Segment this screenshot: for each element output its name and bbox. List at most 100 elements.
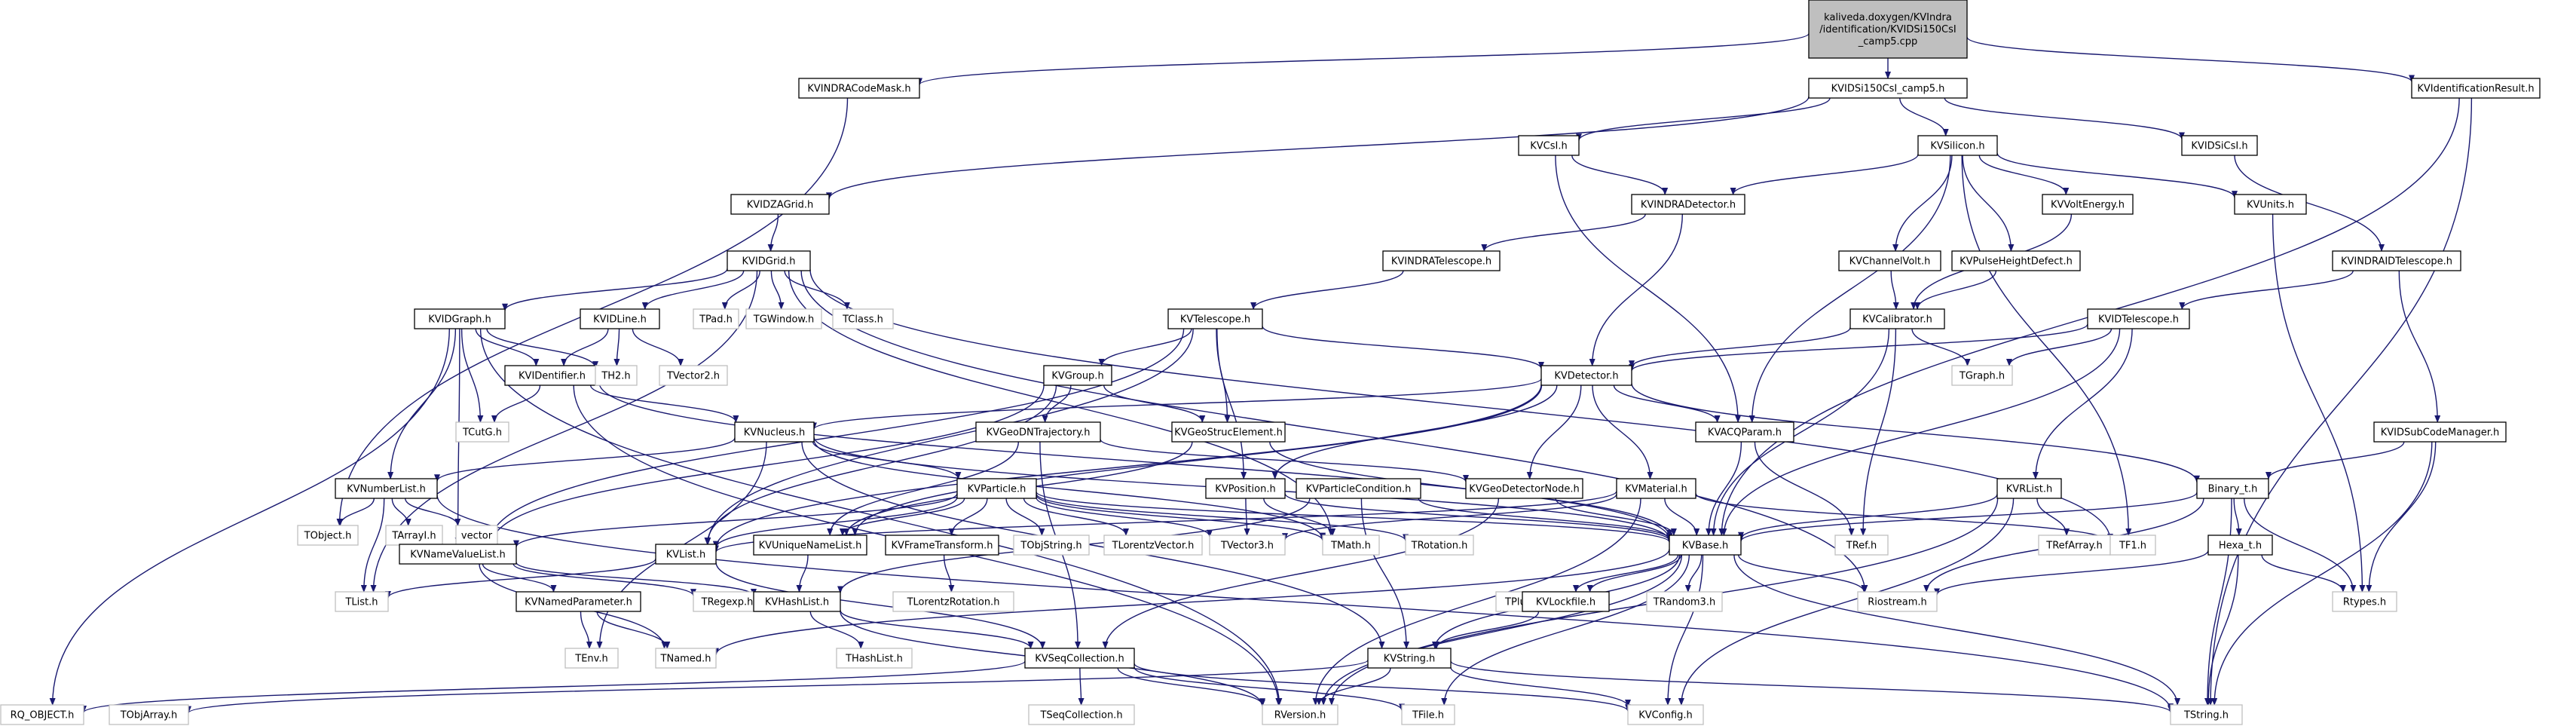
node-box bbox=[2332, 591, 2397, 612]
edge-geodn-to-uniquename bbox=[827, 441, 1019, 536]
node-label: KVChannelVolt.h bbox=[1849, 256, 1931, 268]
node-tfile: TFile.h bbox=[1401, 704, 1455, 725]
node-uniquename[interactable]: KVUniqueNameList.h bbox=[753, 535, 867, 556]
node-label: TString.h bbox=[2183, 710, 2229, 721]
node-namedparam[interactable]: KVNamedParameter.h bbox=[516, 591, 641, 612]
node-calibrator[interactable]: KVCalibrator.h bbox=[1849, 308, 1945, 329]
node-hexa[interactable]: Hexa_t.h bbox=[2207, 535, 2273, 556]
node-partcond[interactable]: KVParticleCondition.h bbox=[1296, 478, 1421, 499]
node-kvstring[interactable]: KVString.h bbox=[1367, 648, 1452, 669]
node-box bbox=[1028, 704, 1135, 725]
edge-nucleus-to-tmath bbox=[813, 440, 1326, 541]
node-label: KVIDZAGrid.h bbox=[747, 200, 814, 211]
node-box bbox=[1669, 535, 1742, 556]
node-numberlist[interactable]: KVNumberList.h bbox=[335, 478, 438, 499]
node-box bbox=[693, 308, 739, 329]
node-silicon[interactable]: KVSilicon.h bbox=[1917, 135, 1998, 156]
edge-calibrator-to-tgraph bbox=[1911, 328, 1971, 366]
node-box bbox=[1518, 135, 1580, 156]
node-detector[interactable]: KVDetector.h bbox=[1540, 365, 1632, 386]
node-box bbox=[727, 250, 811, 271]
node-root[interactable]: kaliveda.doxygen/KVIndra/identification/… bbox=[1808, 0, 1968, 59]
node-identifier[interactable]: KVIDentifier.h bbox=[504, 365, 600, 386]
edge-kvbase-to-trandom3 bbox=[1684, 554, 1703, 593]
node-label: _camp5.cpp bbox=[1858, 36, 1918, 47]
node-box bbox=[109, 704, 189, 725]
node-units[interactable]: KVUnits.h bbox=[2234, 194, 2307, 215]
node-label: KVIDLine.h bbox=[593, 314, 647, 326]
edge-si150-to-silicon bbox=[1899, 97, 1949, 136]
node-group[interactable]: KVGroup.h bbox=[1043, 365, 1112, 386]
node-namevalue[interactable]: KVNameValueList.h bbox=[399, 544, 517, 565]
node-geodetnode[interactable]: KVGeoDetectorNode.h bbox=[1465, 478, 1583, 499]
node-csi[interactable]: KVCsI.h bbox=[1518, 135, 1580, 156]
node-box bbox=[1627, 704, 1704, 725]
node-idgraph[interactable]: KVIDGraph.h bbox=[414, 308, 506, 329]
node-voltenergy[interactable]: KVVoltEnergy.h bbox=[2042, 194, 2134, 215]
node-position[interactable]: KVPosition.h bbox=[1205, 478, 1286, 499]
node-label: KVACQParam.h bbox=[1708, 427, 1782, 439]
node-geostruc[interactable]: KVGeoStrucElement.h bbox=[1171, 421, 1286, 443]
edge-numberlist-to-tarrayi bbox=[391, 498, 411, 526]
node-zagrid[interactable]: KVIDZAGrid.h bbox=[730, 194, 830, 215]
node-label: TList.h bbox=[344, 597, 378, 608]
edge-seqcoll-to-kvconfig bbox=[1134, 663, 1631, 712]
node-tlorentzv: TLorentzVector.h bbox=[1103, 535, 1203, 556]
edge-particle-to-namevalue bbox=[513, 493, 958, 548]
node-box bbox=[2181, 135, 2258, 156]
node-box bbox=[1917, 135, 1998, 156]
edge-namedparam-to-tenv bbox=[580, 611, 592, 649]
node-box bbox=[832, 308, 894, 329]
node-idline[interactable]: KVIDLine.h bbox=[580, 308, 660, 329]
node-idgrid[interactable]: KVIDGrid.h bbox=[727, 250, 811, 271]
edge-pulsedef-to-calibrator bbox=[1914, 270, 1997, 310]
node-lockfile[interactable]: KVLockfile.h bbox=[1522, 591, 1610, 612]
node-label: KVIDSi150CsI_camp5.h bbox=[1831, 84, 1945, 95]
edge-material-to-tf1 bbox=[1695, 492, 2113, 544]
edge-chanvolt-to-calibrator bbox=[1890, 270, 1899, 310]
node-label: Binary_t.h bbox=[2208, 484, 2258, 495]
node-idsicsi[interactable]: KVIDSiCsI.h bbox=[2181, 135, 2258, 156]
node-hashlist[interactable]: KVHashList.h bbox=[753, 591, 841, 612]
edge-binary-to-kvbase bbox=[1738, 492, 2198, 542]
node-geodn[interactable]: KVGeoDNTrajectory.h bbox=[975, 421, 1101, 443]
node-indratel[interactable]: KVINDRATelescope.h bbox=[1382, 250, 1501, 271]
node-nucleus[interactable]: KVNucleus.h bbox=[734, 421, 815, 443]
node-subcode[interactable]: KVIDSubCodeManager.h bbox=[2373, 421, 2507, 443]
node-label: TLorentzVector.h bbox=[1112, 541, 1195, 552]
node-indraidtel[interactable]: KVINDRAIDTelescope.h bbox=[2332, 250, 2461, 271]
node-acqparam[interactable]: KVACQParam.h bbox=[1695, 421, 1794, 443]
node-particle[interactable]: KVParticle.h bbox=[956, 478, 1037, 499]
node-seqcoll[interactable]: KVSeqCollection.h bbox=[1024, 648, 1135, 669]
node-label: vector bbox=[461, 531, 493, 542]
node-telescope[interactable]: KVTelescope.h bbox=[1167, 308, 1263, 329]
edge-kvbase-to-tstring bbox=[1733, 554, 2181, 706]
node-pulsedef[interactable]: KVPulseHeightDefect.h bbox=[1951, 250, 2081, 271]
edge-numberlist-to-tlist bbox=[360, 498, 385, 593]
node-idtelescope[interactable]: KVIDTelescope.h bbox=[2087, 308, 2190, 329]
node-tcutg: TCutG.h bbox=[455, 421, 509, 443]
node-idres[interactable]: KVIdentificationResult.h bbox=[2411, 78, 2541, 99]
edge-group-to-geodn bbox=[1042, 384, 1072, 423]
node-tf1: TF1.h bbox=[2109, 535, 2156, 556]
node-indradet[interactable]: KVINDRADetector.h bbox=[1631, 194, 1745, 215]
node-box bbox=[734, 421, 815, 443]
edge-namedparam-to-tnamed bbox=[596, 611, 671, 649]
node-codemask[interactable]: KVINDRACodeMask.h bbox=[798, 78, 920, 99]
node-kvbase[interactable]: KVBase.h bbox=[1669, 535, 1742, 556]
node-box bbox=[455, 525, 498, 546]
node-frametrans[interactable]: KVFrameTransform.h bbox=[885, 535, 999, 556]
edge-indradet-to-indratel bbox=[1481, 213, 1646, 252]
node-kvconfig: KVConfig.h bbox=[1627, 704, 1704, 725]
node-chanvolt[interactable]: KVChannelVolt.h bbox=[1838, 250, 1941, 271]
node-kvlist[interactable]: KVList.h bbox=[655, 544, 717, 565]
node-material[interactable]: KVMaterial.h bbox=[1616, 478, 1696, 499]
node-rlist[interactable]: KVRList.h bbox=[1996, 478, 2062, 499]
node-label: TObjArray.h bbox=[120, 710, 178, 721]
node-si150[interactable]: KVIDSi150CsI_camp5.h bbox=[1808, 78, 1968, 99]
node-label: KVVoltEnergy.h bbox=[2051, 200, 2125, 211]
edge-binary-to-rtypes bbox=[2244, 498, 2357, 593]
edge-telescope-to-detector bbox=[1262, 326, 1544, 369]
node-binary[interactable]: Binary_t.h bbox=[2196, 478, 2269, 499]
